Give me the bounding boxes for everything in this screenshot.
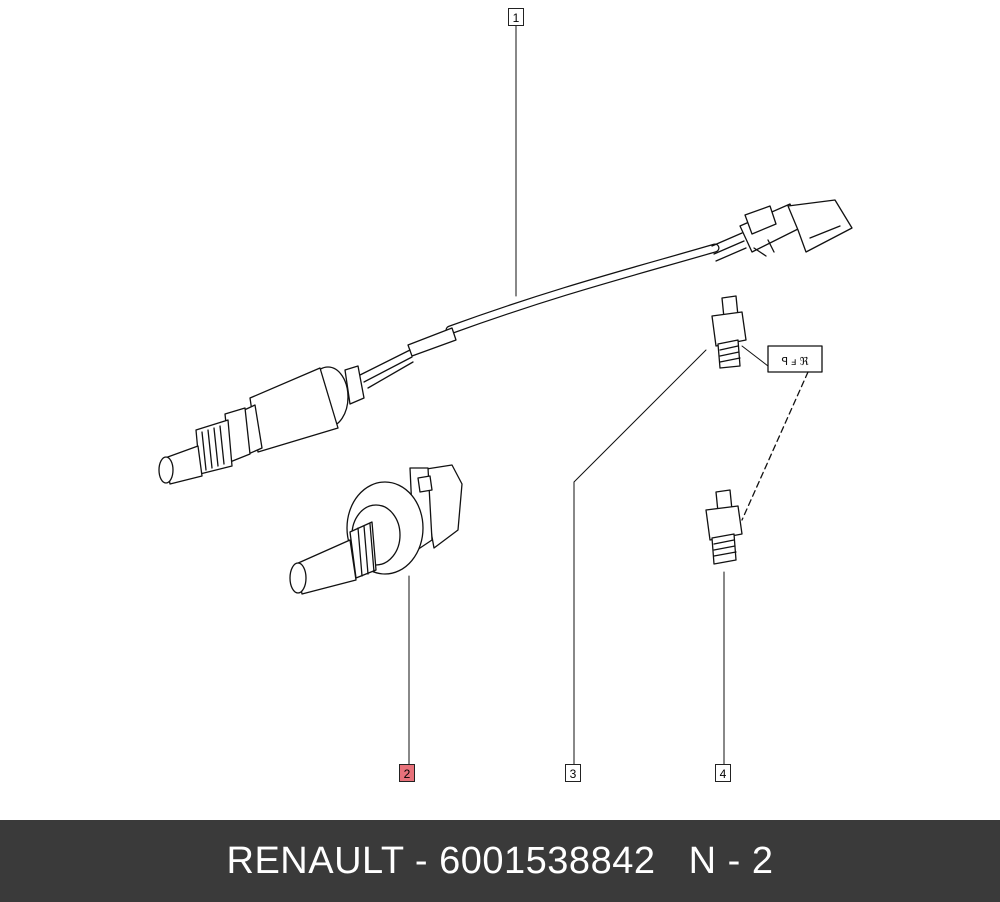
parts-diagram: ꟼ ⅎ ℜ <box>158 25 853 765</box>
callout-4[interactable]: 4 <box>715 764 731 782</box>
callout-1[interactable]: 1 <box>508 8 524 26</box>
footer-caption: RENAULT - 6001538842 N - 2 <box>0 820 1000 902</box>
callout-3[interactable]: 3 <box>565 764 581 782</box>
part-2-temperature-sensor <box>289 464 463 765</box>
callout-2[interactable]: 2 <box>399 764 415 782</box>
part-1-oxygen-sensor <box>158 25 853 485</box>
part-4-switch <box>705 489 743 765</box>
svg-text:ꟼ ⅎ ℜ: ꟼ ⅎ ℜ <box>781 356 808 368</box>
part-3-switch: ꟼ ⅎ ℜ <box>573 295 823 765</box>
